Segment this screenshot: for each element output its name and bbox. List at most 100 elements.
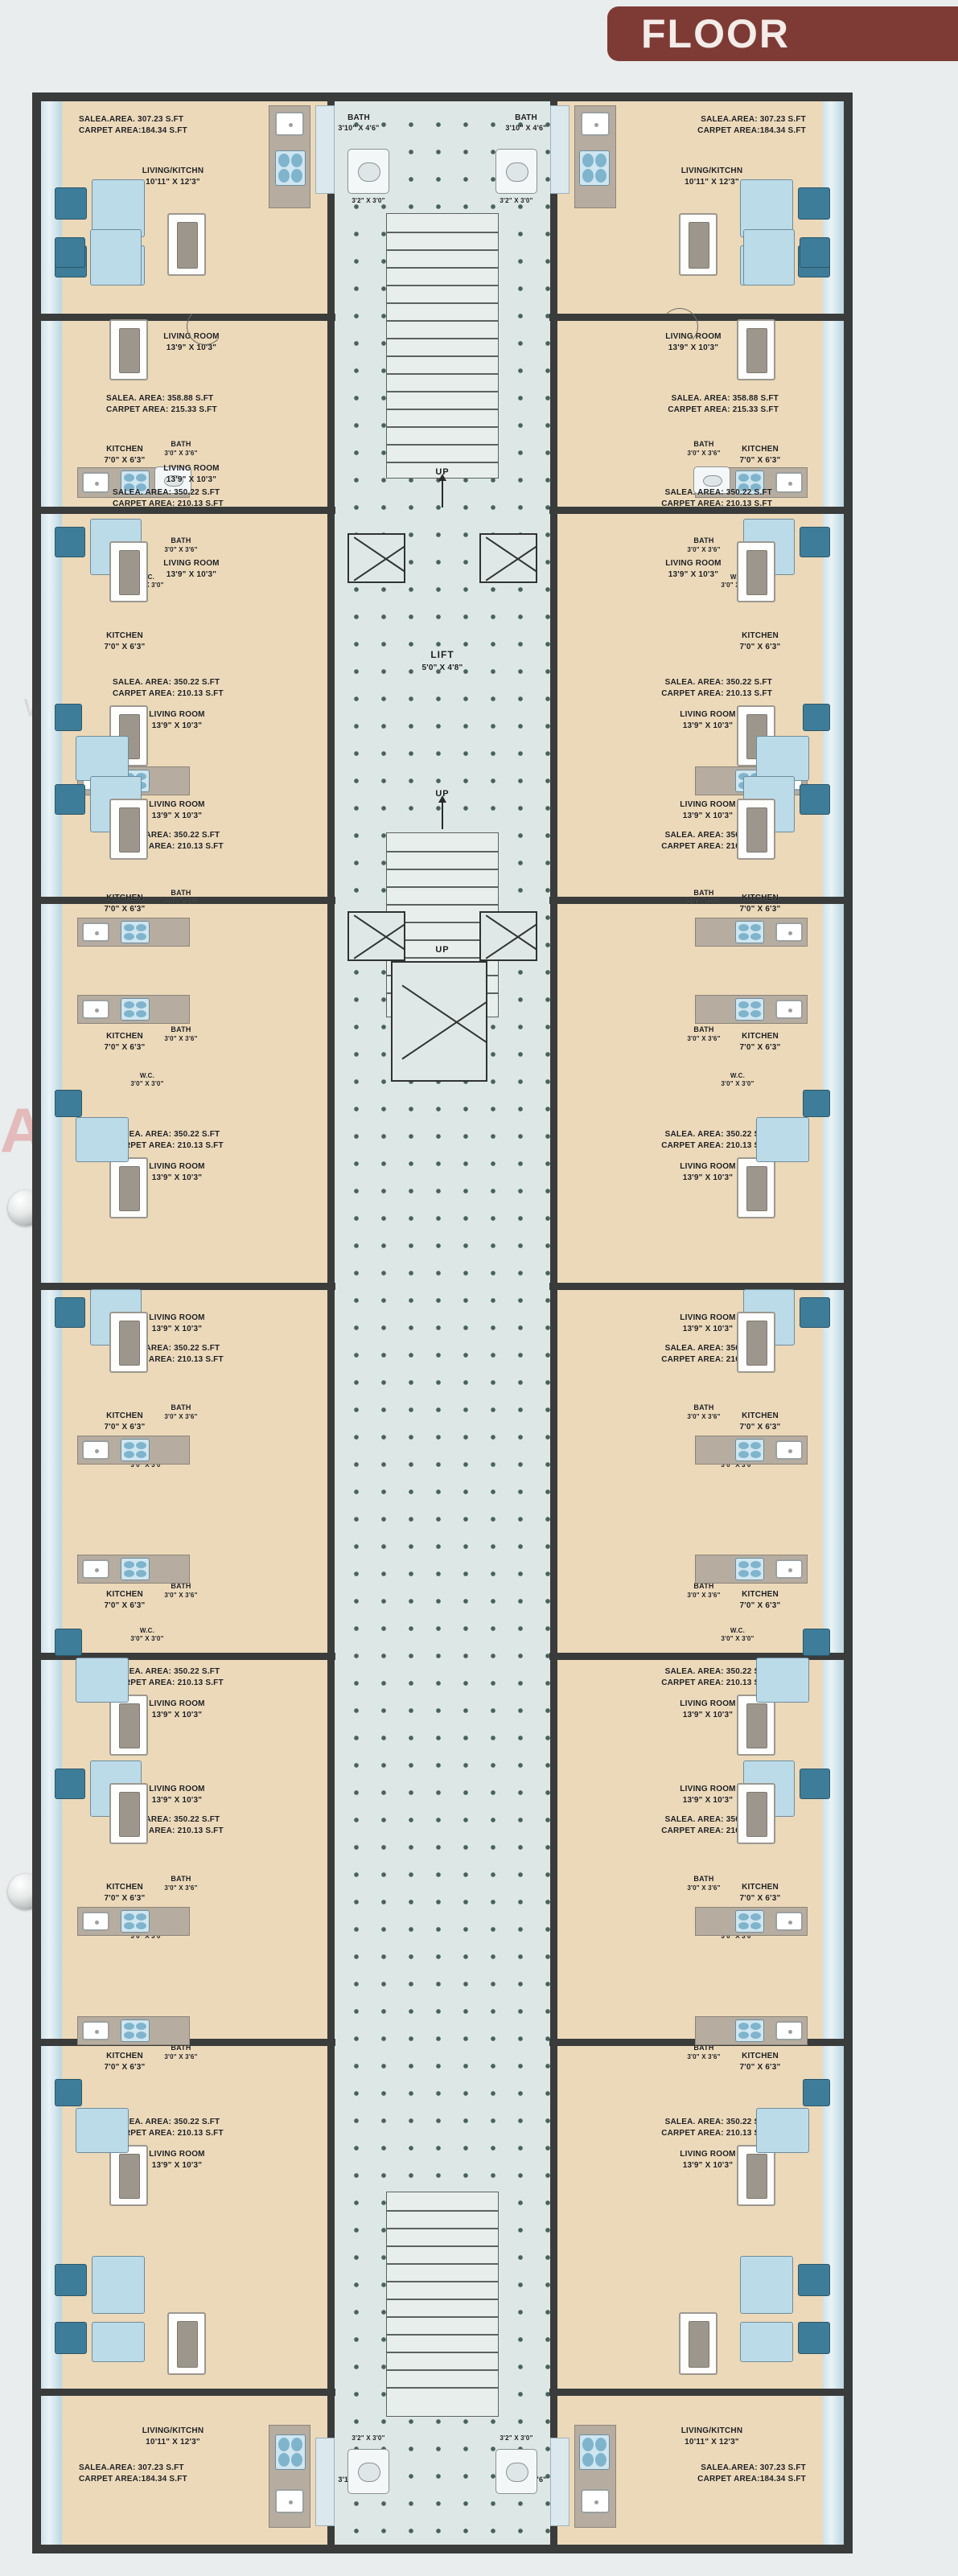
bath-label: BATH [171, 1403, 191, 1411]
bathroom-area [550, 105, 569, 194]
corridor-wall-right [550, 101, 557, 2545]
furniture-armchair [800, 527, 830, 557]
party-wall [549, 1283, 844, 1290]
unit-sale-area: SALEA. AREA: 350.22 S.FT [664, 1130, 772, 1139]
room-label-living: LIVING ROOM [680, 800, 736, 809]
kitchen-dims: 7'0" X 6'3" [739, 456, 781, 465]
unit-carpet-area: CARPET AREA: 210.13 S.FT [113, 1355, 224, 1364]
bath-label: BATH [693, 2044, 714, 2052]
kitchen-label: KITCHEN [106, 2052, 143, 2060]
room-label-living: LIVING ROOM [149, 710, 205, 719]
bath-dims: 3'0" X 3'6" [687, 546, 721, 553]
kitchen-label: KITCHEN [742, 445, 779, 454]
unit-carpet-area: CARPET AREA: 210.13 S.FT [113, 1826, 224, 1835]
stove-hob-icon [579, 2434, 610, 2470]
unit-sale-area: SALEA. AREA: 350.22 S.FT [664, 1667, 772, 1676]
stove-hob-icon [579, 150, 610, 186]
kitchen-label: KITCHEN [742, 1032, 779, 1041]
furniture-bed [109, 799, 148, 860]
bath-dims: 3'0" X 3'6" [687, 450, 721, 457]
stove-hob-icon [735, 2019, 764, 2042]
unit-sale-area: SALEA. AREA: 350.22 S.FT [113, 488, 220, 497]
party-wall [41, 2389, 335, 2396]
wc-label: W.C. [139, 1627, 155, 1634]
kitchen-dims: 7'0" X 6'3" [104, 905, 146, 914]
party-wall [549, 2389, 844, 2396]
kitchen-dims: 7'0" X 6'3" [739, 643, 781, 651]
bath-dims: 3'10" X 4'6" [505, 124, 547, 132]
furniture-sofa [756, 1117, 809, 1162]
stove-hob-icon [735, 1910, 764, 1933]
stove-hob-icon [735, 1439, 764, 1461]
unit-sale-area: SALEA. AREA: 358.88 S.FT [106, 394, 214, 403]
bath-dims: 3'0" X 3'6" [164, 1592, 198, 1599]
furniture-sofa [92, 179, 145, 237]
unit-carpet-area: CARPET AREA: 210.13 S.FT [113, 2129, 224, 2138]
bathroom-area [315, 105, 335, 194]
header-banner: FLOOR [607, 6, 958, 61]
kitchen-label: KITCHEN [742, 1411, 779, 1420]
wc-dims: 3'0" X 3'0" [130, 1080, 164, 1087]
room-dims-living: 13'9" X 10'3" [151, 2161, 203, 2170]
door-swing-icon [661, 308, 698, 345]
bath-label: BATH [693, 1025, 714, 1033]
room-dims-living: 13'9" X 10'3" [682, 721, 734, 730]
unit-carpet-area: CARPET AREA: 210.13 S.FT [113, 1678, 224, 1687]
bath-label: BATH [171, 1875, 191, 1883]
unit-carpet-area: CARPET AREA: 210.13 S.FT [113, 689, 224, 698]
unit-carpet-area: CARPET AREA: 210.13 S.FT [661, 1141, 772, 1150]
kitchen-dims: 7'0" X 6'3" [104, 1043, 146, 1052]
room-dims-living: 13'9" X 10'3" [682, 1325, 734, 1333]
bath-dims: 3'0" X 3'6" [164, 546, 198, 553]
kitchen-label: KITCHEN [742, 1590, 779, 1599]
bath-dims: 3'0" X 3'6" [687, 1884, 721, 1892]
furniture-sofa [756, 1658, 809, 1703]
kitchen-dims: 7'0" X 6'3" [104, 1423, 146, 1432]
room-label-living-kitchen: LIVING/KITCHN [680, 2426, 743, 2435]
furniture-sofa [92, 2256, 145, 2314]
sink-icon [82, 2021, 109, 2040]
room-label-living: LIVING ROOM [665, 559, 722, 568]
bath-label: BATH [515, 113, 537, 122]
sink-icon [82, 1912, 109, 1931]
sink-icon [775, 1559, 803, 1579]
bath-dims: 3'0" X 3'6" [164, 1413, 198, 1420]
sink-icon [82, 472, 109, 493]
sink-icon [775, 1440, 803, 1460]
unit-carpet-area: CARPET AREA:184.34 S.FT [79, 126, 187, 135]
stove-hob-icon [735, 470, 764, 495]
bath-label: BATH [171, 1025, 191, 1033]
unit-carpet-area: CARPET AREA: 210.13 S.FT [113, 499, 224, 508]
furniture-sofa [76, 1117, 129, 1162]
furniture-armchair [55, 2264, 87, 2296]
room-label-living-kitchen: LIVING/KITCHN [142, 166, 204, 175]
room-label-living: LIVING ROOM [680, 2150, 736, 2159]
furniture-armchair [798, 2264, 830, 2296]
sink-icon [82, 1440, 109, 1460]
furniture-armchair [800, 237, 830, 268]
furniture-armchair [55, 1090, 82, 1117]
unit-sale-area: SALEA. AREA: 350.22 S.FT [664, 1344, 772, 1353]
party-wall [41, 1653, 335, 1660]
bath-label: BATH [693, 440, 714, 448]
kitchen-label: KITCHEN [106, 1883, 143, 1892]
sink-icon [775, 922, 803, 942]
room-dims-living-kitchen: 10'11" X 12'3" [685, 2438, 739, 2447]
bath-label: BATH [693, 1403, 714, 1411]
core-wc-dims: 3'2" X 3'0" [352, 197, 385, 204]
up-arrow-icon [438, 795, 446, 803]
unit-sale-area: SALEA.AREA: 307.23 S.FT [79, 2463, 184, 2472]
wc-label: W.C. [730, 1072, 746, 1079]
sink-icon [82, 922, 109, 942]
wc-dims: 3'0" X 3'0" [130, 1933, 164, 1940]
furniture-armchair [803, 1629, 830, 1656]
furniture-sofa [90, 229, 142, 286]
room-dims-living: 13'9" X 10'3" [151, 1711, 203, 1719]
furniture-armchair [55, 704, 82, 731]
unit-carpet-area: CARPET AREA: 210.13 S.FT [661, 842, 772, 851]
furniture-bed [109, 319, 148, 380]
sink-icon [82, 1559, 109, 1579]
bath-dims: 3'10" X 4'6" [338, 124, 380, 132]
lift-car [347, 911, 405, 961]
bath-dims: 3'0" X 3'6" [164, 898, 198, 906]
